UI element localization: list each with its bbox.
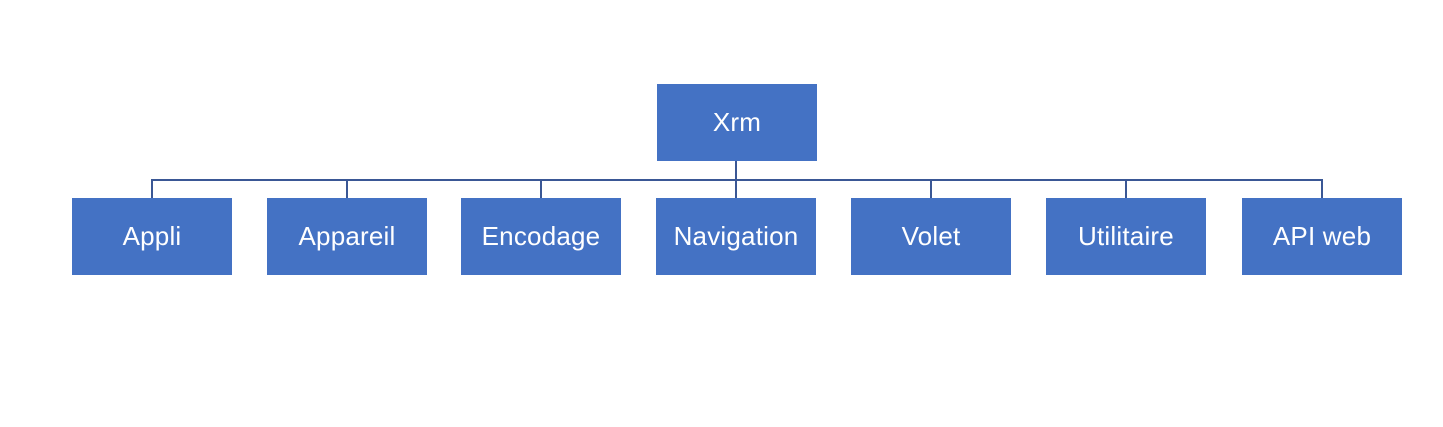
connector-stub-volet xyxy=(930,179,932,198)
connector-horizontal-bar xyxy=(151,179,1323,181)
node-label: Appareil xyxy=(298,221,396,251)
node-label: Encodage xyxy=(481,221,601,251)
connector-stub-appli xyxy=(151,179,153,198)
node-label: Navigation xyxy=(673,221,799,251)
node-label: Appli xyxy=(122,221,182,251)
child-node-api-web: API web xyxy=(1242,198,1402,275)
child-node-volet: Volet xyxy=(851,198,1011,275)
node-label: Xrm xyxy=(712,107,762,137)
connector-stub-appareil xyxy=(346,179,348,198)
connector-stub-encodage xyxy=(540,179,542,198)
child-node-encodage: Encodage xyxy=(461,198,621,275)
connector-stub-utilitaire xyxy=(1125,179,1127,198)
child-node-appareil: Appareil xyxy=(267,198,427,275)
node-label: Volet xyxy=(901,221,961,251)
node-label: Utilitaire xyxy=(1078,221,1174,251)
node-label: API web xyxy=(1272,221,1372,251)
connector-stub-api-web xyxy=(1321,179,1323,198)
connector-stub-navigation xyxy=(735,179,737,198)
connector-root-vertical xyxy=(735,161,737,181)
child-node-appli: Appli xyxy=(72,198,232,275)
child-node-navigation: Navigation xyxy=(656,198,816,275)
child-node-utilitaire: Utilitaire xyxy=(1046,198,1206,275)
root-node-xrm: Xrm xyxy=(657,84,817,161)
